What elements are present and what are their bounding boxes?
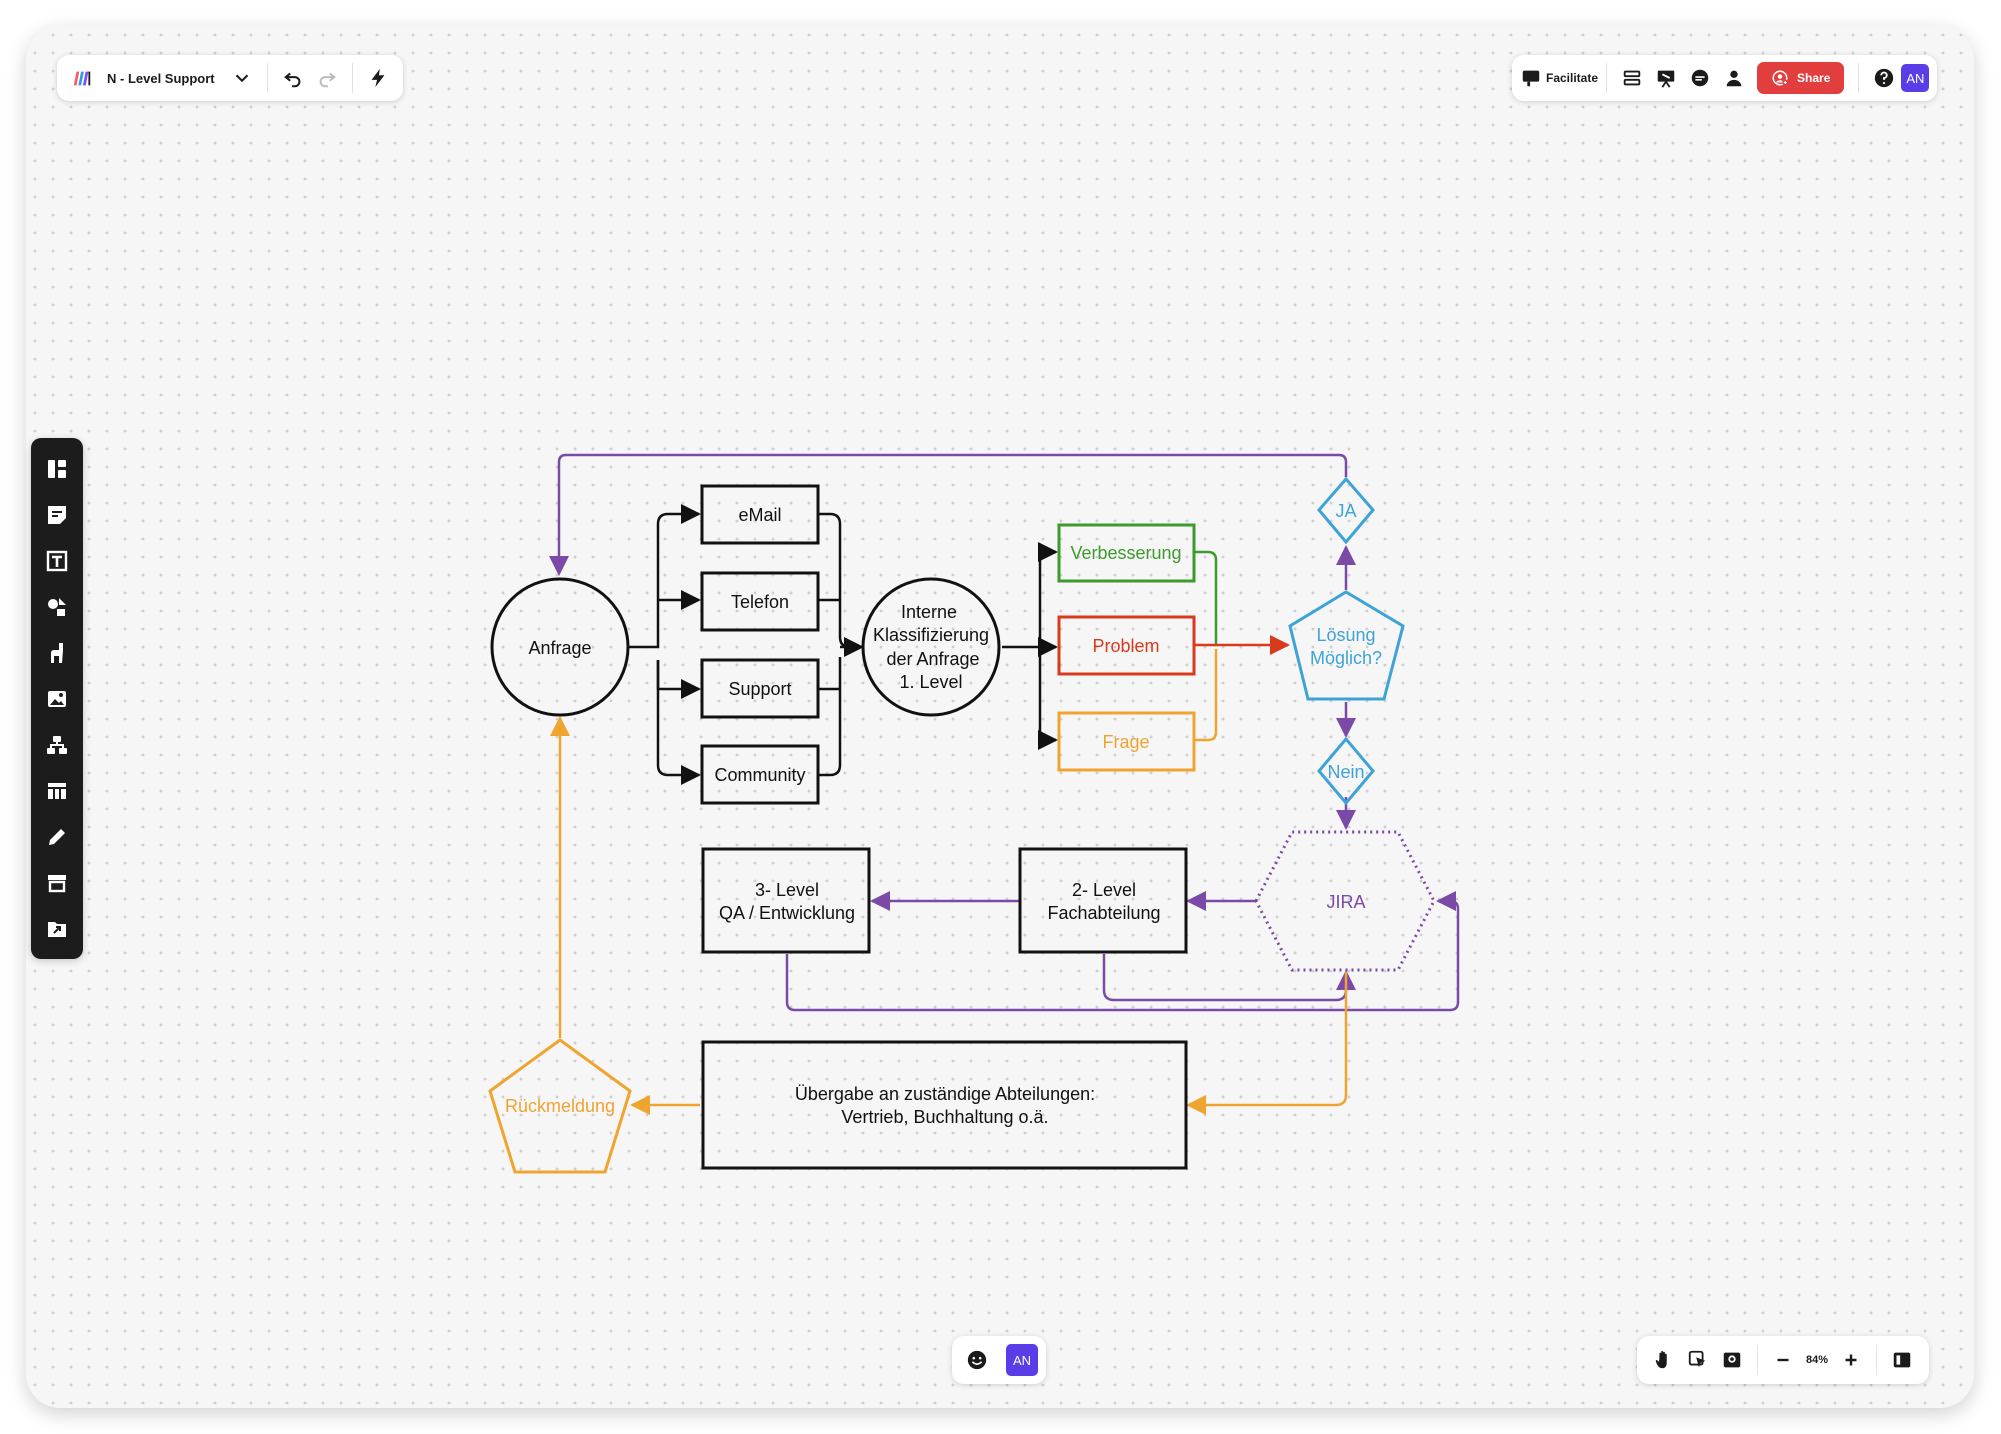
loesung-line-1: Lösung	[1316, 625, 1375, 645]
purple-connectors	[549, 453, 1460, 1012]
templates-icon[interactable]	[37, 446, 77, 492]
uebergabe-line-2: Vertrieb, Buchhaltung o.ä.	[841, 1107, 1048, 1127]
zoom-level[interactable]: 84%	[1806, 1354, 1829, 1366]
emoji-icon[interactable]	[960, 1343, 994, 1377]
telefon-node[interactable]: Telefon	[700, 571, 820, 632]
comment-icon[interactable]	[1683, 61, 1717, 95]
level2-line-1: 2- Level	[1072, 880, 1136, 900]
frage-label: Frage	[1102, 732, 1149, 752]
jira-label: JIRA	[1326, 892, 1365, 912]
miro-logo-icon[interactable]	[65, 61, 99, 95]
navigation-panel: 84%	[1637, 1336, 1930, 1384]
nein-node[interactable]: Nein	[1317, 736, 1375, 806]
nein-label: Nein	[1327, 762, 1364, 782]
frame-icon[interactable]	[37, 860, 77, 906]
zoom-out-icon[interactable]	[1766, 1343, 1800, 1377]
cursor-icon[interactable]	[1681, 1343, 1715, 1377]
user-icon[interactable]	[1717, 61, 1751, 95]
board-title[interactable]: N - Level Support	[107, 70, 215, 86]
frage-connector	[1194, 649, 1218, 742]
klassifizierung-line-3: der Anfrage	[886, 649, 979, 669]
hand-icon[interactable]	[1647, 1343, 1681, 1377]
divider	[266, 63, 268, 93]
facilitate-button[interactable]: Facilitate	[1546, 71, 1599, 85]
klassifizierung-line-4: 1. Level	[899, 672, 962, 692]
klassifizierung-line-1: Interne	[901, 602, 957, 622]
ja-label: JA	[1335, 501, 1356, 521]
mindmap-icon[interactable]	[37, 722, 77, 768]
board-canvas[interactable]	[26, 26, 1974, 1408]
orange-connectors	[550, 716, 1348, 1115]
image-icon[interactable]	[37, 676, 77, 722]
email-label: eMail	[738, 505, 781, 525]
verbesserung-connector	[1194, 550, 1218, 645]
loesung-node[interactable]: Lösung Möglich?	[1288, 590, 1405, 701]
shapes-icon[interactable]	[37, 584, 77, 630]
map-icon[interactable]	[1715, 1343, 1749, 1377]
support-label: Support	[728, 679, 791, 699]
level3-node[interactable]: 3- Level QA / Entwicklung	[701, 847, 871, 954]
undo-icon[interactable]	[276, 61, 310, 95]
zoom-in-icon[interactable]	[1834, 1343, 1868, 1377]
table-icon[interactable]	[37, 768, 77, 814]
divider	[1876, 1345, 1878, 1375]
support-node[interactable]: Support	[700, 658, 820, 719]
problem-label: Problem	[1092, 636, 1159, 656]
uebergabe-line-1: Übergabe an zuständige Abteilungen:	[795, 1084, 1095, 1104]
jira-node[interactable]: JIRA	[1254, 830, 1436, 972]
text-icon[interactable]	[37, 538, 77, 584]
reactions-panel: AN	[952, 1336, 1046, 1384]
email-node[interactable]: eMail	[700, 484, 820, 545]
help-icon[interactable]	[1867, 61, 1901, 95]
redo-icon[interactable]	[310, 61, 344, 95]
problem-node[interactable]: Problem	[1057, 615, 1196, 676]
lightning-icon[interactable]	[361, 61, 395, 95]
divider	[351, 63, 353, 93]
klassifizierung-node[interactable]: Interne Klassifizierung der Anfrage 1. L…	[861, 577, 1001, 717]
cards-icon[interactable]	[1615, 61, 1649, 95]
verbesserung-label: Verbesserung	[1070, 543, 1181, 563]
divider	[1606, 63, 1608, 93]
frage-node[interactable]: Frage	[1057, 711, 1196, 772]
collaboration-panel: Facilitate Share AN	[1512, 55, 1938, 101]
level2-node[interactable]: 2- Level Fachabteilung	[1018, 847, 1188, 954]
divider	[1858, 63, 1860, 93]
rueckmeldung-node[interactable]: Rückmeldung	[488, 1038, 632, 1174]
loesung-line-2: Möglich?	[1310, 648, 1382, 668]
share-button[interactable]: Share	[1757, 62, 1845, 94]
uebergabe-node[interactable]: Übergabe an zuständige Abteilungen: Vert…	[701, 1040, 1188, 1170]
ja-node[interactable]: JA	[1317, 476, 1375, 545]
llama-icon[interactable]	[37, 630, 77, 676]
rueckmeldung-label: Rückmeldung	[505, 1096, 615, 1116]
panel-toggle-icon[interactable]	[1885, 1343, 1919, 1377]
presentation-icon[interactable]	[1649, 61, 1683, 95]
level2-line-2: Fachabteilung	[1047, 903, 1160, 923]
level3-line-1: 3- Level	[755, 880, 819, 900]
community-label: Community	[714, 765, 805, 785]
facilitate-icon[interactable]	[1520, 61, 1542, 95]
share-label: Share	[1797, 71, 1831, 85]
upload-icon[interactable]	[37, 906, 77, 952]
anfrage-label: Anfrage	[528, 638, 591, 658]
telefon-label: Telefon	[731, 592, 789, 612]
user-avatar-bottom[interactable]: AN	[1006, 1344, 1038, 1376]
verbesserung-node[interactable]: Verbesserung	[1057, 523, 1196, 583]
community-node[interactable]: Community	[700, 744, 820, 805]
pen-icon[interactable]	[37, 814, 77, 860]
board-menu-panel: N - Level Support	[57, 55, 403, 101]
level3-line-2: QA / Entwicklung	[719, 903, 855, 923]
add-user-icon	[1772, 70, 1789, 86]
divider	[1757, 1345, 1758, 1375]
creation-toolbar	[31, 438, 83, 959]
channel-connectors	[628, 504, 1058, 785]
anfrage-node[interactable]: Anfrage	[490, 577, 630, 717]
chevron-down-icon[interactable]	[225, 61, 259, 95]
klassifizierung-line-2: Klassifizierung	[873, 625, 989, 645]
user-avatar[interactable]: AN	[1901, 64, 1930, 92]
sticky-note-icon[interactable]	[37, 492, 77, 538]
